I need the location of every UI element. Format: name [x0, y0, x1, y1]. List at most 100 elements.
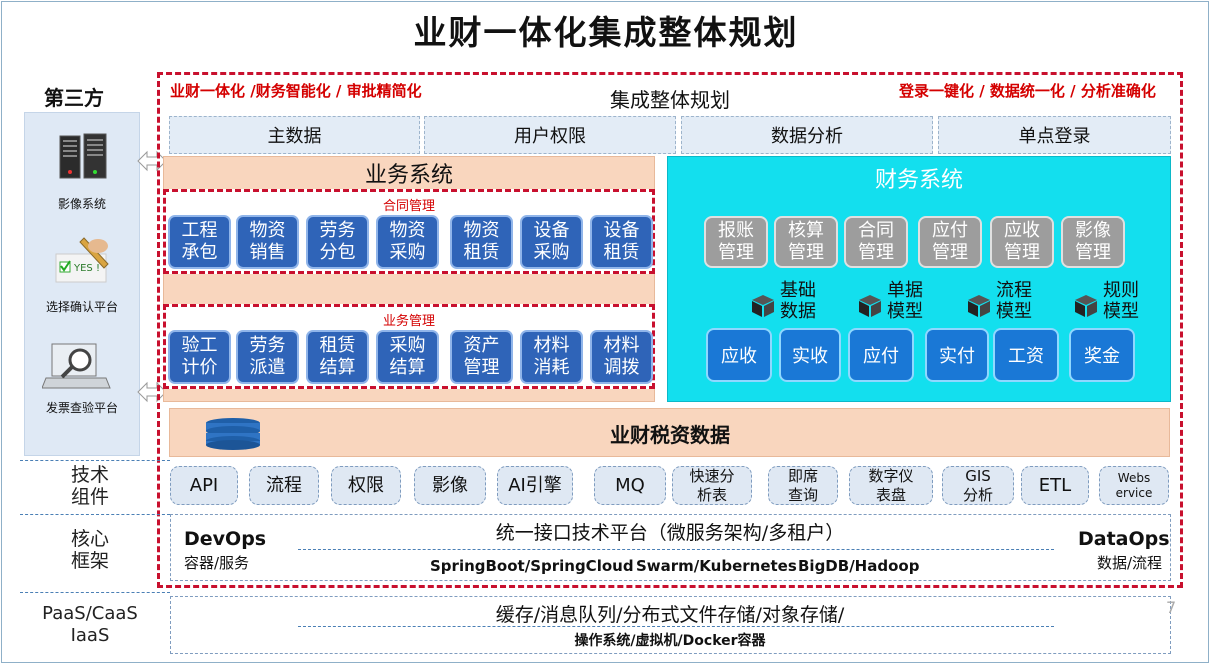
business-item-button[interactable]: 物资租赁 [450, 215, 513, 269]
tech-component-button[interactable]: 快速分析表 [672, 466, 752, 505]
tech-components-label-line: 组件 [70, 486, 109, 508]
tech-component-button[interactable]: 权限 [331, 466, 401, 505]
label-line: 设备 [603, 220, 640, 241]
business-item-button[interactable]: 劳务分包 [306, 215, 369, 269]
business-item-button[interactable]: 材料消耗 [520, 330, 583, 384]
tech-component-button[interactable]: AI引擎 [497, 466, 573, 505]
infra-line1: 缓存/消息队列/分布式文件存储/对象存储/ [495, 604, 845, 626]
devops-title: DevOps [184, 528, 267, 550]
data-layer-title: 业财税资数据 [610, 423, 730, 447]
business-item-button[interactable]: 采购结算 [376, 330, 439, 384]
finance-module-button[interactable]: 应付管理 [918, 216, 982, 268]
business-item-button[interactable]: 验工计价 [168, 330, 231, 384]
finance-module-button[interactable]: 报账管理 [704, 216, 768, 268]
core-item-kubernetes: Swarm/Kubernetes [636, 557, 797, 575]
finance-flow-button[interactable]: 应付 [848, 328, 914, 382]
label-line: 流程 [266, 475, 302, 496]
label-line: 材料 [533, 335, 570, 356]
laptop-magnifier-icon [41, 340, 112, 394]
tab-sso[interactable]: 单点登录 [938, 116, 1171, 154]
label-line: 工程 [181, 220, 218, 241]
business-item-button[interactable]: 租赁结算 [306, 330, 369, 384]
finance-flow-button[interactable]: 实收 [779, 328, 841, 382]
tab-master-data[interactable]: 主数据 [169, 116, 420, 154]
label-line: 核算 [788, 220, 824, 241]
label-line: 劳务 [319, 220, 356, 241]
label-line: 物资 [463, 220, 500, 241]
label-line: ervice [1115, 485, 1153, 500]
label-line: API [189, 475, 219, 496]
business-item-button[interactable]: 物资采购 [376, 215, 439, 269]
business-item-button[interactable]: 物资销售 [236, 215, 299, 269]
infrastructure-label-line: IaaS [70, 625, 110, 646]
business-item-button[interactable]: 材料调拨 [590, 330, 653, 384]
label-line: 消耗 [533, 357, 570, 378]
finance-module-button[interactable]: 应收管理 [990, 216, 1054, 268]
label-line: 表盘 [875, 485, 906, 504]
finance-flow-button[interactable]: 奖金 [1069, 328, 1135, 382]
label-line: 采购 [533, 242, 570, 263]
label-line: 租赁 [319, 335, 356, 356]
finance-module-button[interactable]: 影像管理 [1061, 216, 1125, 268]
label-line: 派遣 [249, 357, 286, 378]
core-framework-box [170, 514, 1171, 581]
label-line: 资产 [463, 335, 500, 356]
label-line: 权限 [348, 475, 384, 496]
server-icon [56, 132, 110, 180]
finance-flow-button[interactable]: 应收 [706, 328, 772, 382]
label-line: 分析 [962, 485, 993, 504]
page-title: 业财一体化集成整体规划 [413, 13, 799, 52]
label-line: 规则 [1103, 280, 1139, 301]
label-line: 流程 [996, 280, 1032, 301]
finance-module-button[interactable]: 核算管理 [774, 216, 838, 268]
tech-component-button[interactable]: 即席查询 [768, 466, 838, 505]
business-item-button[interactable]: 设备租赁 [590, 215, 653, 269]
third-party-heading: 第三方 [44, 86, 104, 110]
finance-flow-button[interactable]: 实付 [925, 328, 989, 382]
divider [298, 549, 1054, 550]
label-line: 模型 [996, 301, 1032, 322]
label-line: 结算 [389, 357, 426, 378]
business-item-button[interactable]: 设备采购 [520, 215, 583, 269]
cube-icon [1073, 293, 1099, 319]
finance-module-button[interactable]: 合同管理 [844, 216, 908, 268]
tech-component-button[interactable]: 数字仪表盘 [849, 466, 933, 505]
tech-components-label: 技术 组件 [24, 464, 156, 508]
tab-data-analysis[interactable]: 数据分析 [681, 116, 933, 154]
business-item-button[interactable]: 劳务派遣 [236, 330, 299, 384]
business-item-button[interactable]: 工程承包 [168, 215, 231, 269]
tech-component-button[interactable]: 流程 [249, 466, 319, 505]
slogan-left: 业财一体化 /财务智能化 / 审批精简化 [170, 82, 422, 100]
core-framework-label-line: 框架 [70, 550, 109, 572]
label-line: 承包 [181, 242, 218, 263]
label-line: 采购 [389, 242, 426, 263]
tech-component-button[interactable]: MQ [594, 466, 666, 505]
third-party-item-label: 影像系统 [57, 197, 106, 211]
tech-component-button[interactable]: ETL [1021, 466, 1089, 505]
label-line: 设备 [533, 220, 570, 241]
label-line: 单据 [887, 280, 923, 301]
label-line: ETL [1038, 475, 1072, 496]
label-line: 数据 [780, 301, 816, 322]
finance-flow-button[interactable]: 工资 [993, 328, 1059, 382]
checkbox-pen-icon: YES ! [54, 236, 114, 286]
label-line: 管理 [718, 242, 754, 263]
core-item-springboot: SpringBoot/SpringCloud [430, 557, 634, 575]
tech-component-button[interactable]: API [170, 466, 238, 505]
label-line: 销售 [249, 242, 286, 263]
label-line: 验工 [181, 335, 218, 356]
business-item-button[interactable]: 资产管理 [450, 330, 513, 384]
devops-sub: 容器/服务 [184, 554, 250, 572]
divider [20, 514, 170, 515]
label-line: AI引擎 [508, 475, 562, 496]
core-platform-title: 统一接口技术平台（微服务架构/多租户） [495, 522, 845, 544]
slogan-right: 登录一键化 / 数据统一化 / 分析准确化 [899, 82, 1156, 100]
tab-user-permission[interactable]: 用户权限 [424, 116, 676, 154]
label-line: 即席 [787, 466, 818, 485]
third-party-item-label: 选择确认平台 [45, 300, 118, 314]
label-line: 管理 [858, 242, 894, 263]
label-line: GIS [965, 466, 991, 485]
tech-component-button[interactable]: 影像 [414, 466, 486, 505]
